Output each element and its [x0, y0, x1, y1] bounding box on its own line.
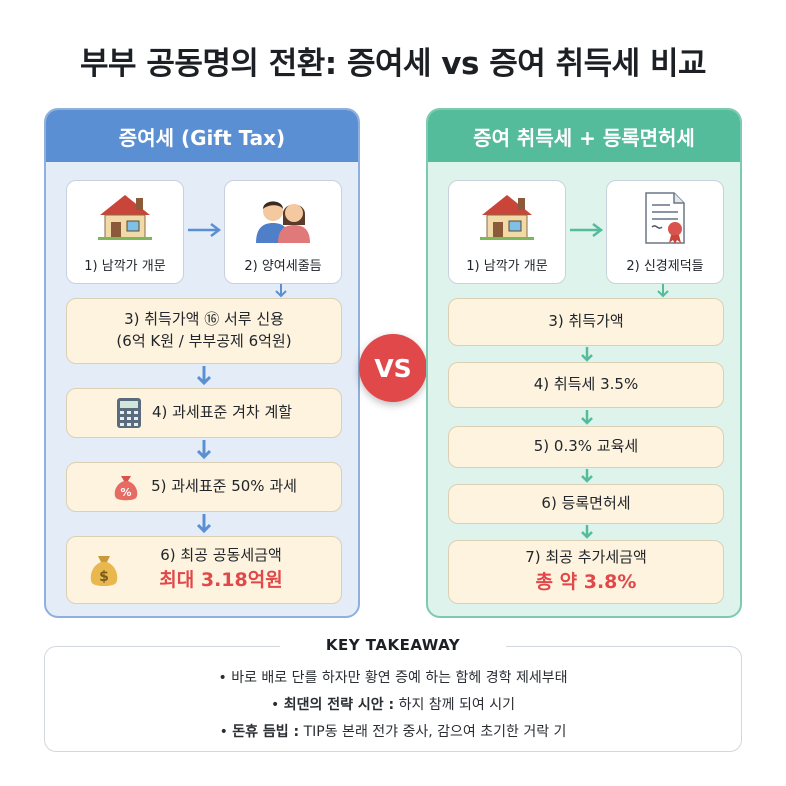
acquisition-tax-header: 증여 취득세 + 등록면허세 [428, 110, 740, 162]
percent-bag-icon: % [111, 472, 141, 502]
acquisition-tax-panel: 증여 취득세 + 등록면허세 1) 남깍가 개문 [426, 108, 742, 618]
arrow-right-icon [188, 223, 222, 237]
left-step-4: 4) 과세표준 겨차 계할 [66, 388, 342, 438]
left-step-6: $ 6) 최공 공동세금액 최대 3.18억원 [66, 536, 342, 604]
right-step-5: 5) 0.3% 교육세 [448, 426, 724, 468]
right-step-6: 6) 등록면허세 [448, 484, 724, 524]
key-takeaway-title: KEY TAKEAWAY [280, 632, 506, 658]
left-step-6-line1: 6) 최공 공동세금액 [160, 546, 282, 565]
house-icon [478, 191, 536, 245]
right-card-house: 1) 남깍가 개문 [448, 180, 566, 284]
key-takeaway-box: • 바로 배로 단를 하자만 황연 증예 하는 함헤 경학 제세부태 • 최댄의… [44, 646, 742, 752]
left-card-house: 1) 남깍가 개문 [66, 180, 184, 284]
takeaway-item: • 돈휴 듬빕 : TIP동 본래 전갸 중사, 감으여 초기한 거락 기 [219, 724, 567, 740]
takeaway-item: • 바로 배로 단를 하자만 황연 증예 하는 함헤 경학 제세부태 [218, 670, 568, 686]
left-step-4-label: 4) 과세표준 겨차 계할 [151, 403, 293, 422]
left-step-3-line2: (6억 K원 / 부부공제 6억원) [116, 332, 292, 350]
couple-icon [252, 191, 314, 247]
right-step-6-label: 6) 등록면허세 [541, 494, 631, 513]
right-step-5-label: 5) 0.3% 교육세 [533, 437, 639, 456]
takeaway-item: • 최댄의 전략 시안 : 하지 참께 되여 시기 [271, 697, 515, 713]
right-card-document-label: 2) 신경제덕들 [626, 259, 704, 274]
arrow-down-icon [657, 284, 669, 298]
takeaway-list: • 바로 배로 단를 하자만 황연 증예 하는 함헤 경학 제세부태 • 최댄의… [45, 665, 741, 746]
left-step-3: 3) 취득가액 ⑯ 서루 신용 (6억 K원 / 부부공제 6억원) [66, 298, 342, 364]
arrow-down-icon [581, 410, 593, 425]
arrow-down-icon [275, 284, 287, 298]
arrow-down-icon [581, 469, 593, 483]
left-step-3-line1: 3) 취득가액 ⑯ 서루 신용 [124, 310, 284, 329]
left-card-couple: 2) 양여세줄듬 [224, 180, 342, 284]
money-bag-icon: $ [87, 553, 121, 589]
left-max-amount: 최대 3.18억원 [159, 569, 283, 592]
gift-tax-header: 증여세 (Gift Tax) [46, 110, 358, 162]
left-step-5: % 5) 과세표준 50% 과세 [66, 462, 342, 512]
takeaway-item-text: TIP동 본래 전갸 중사, 감으여 초기한 거락 기 [299, 724, 567, 740]
left-step-5-label: 5) 과세표준 50% 과세 [151, 477, 297, 496]
calculator-icon [116, 397, 142, 429]
right-card-house-label: 1) 남깍가 개문 [466, 259, 548, 274]
takeaway-item-text: 바로 배로 단를 하자만 황연 증예 하는 함헤 경학 제세부태 [231, 670, 568, 686]
arrow-down-icon [196, 366, 212, 386]
left-card-couple-label: 2) 양여세줄듬 [244, 259, 322, 274]
right-card-document: 2) 신경제덕들 [606, 180, 724, 284]
right-step-7-line1: 7) 최공 추가세금액 [525, 548, 647, 567]
arrow-down-icon [581, 525, 593, 539]
takeaway-item-bold: 돈휴 듬빕 : [232, 724, 300, 740]
svg-text:$: $ [99, 569, 109, 585]
arrow-down-icon [196, 514, 212, 534]
right-step-7: 7) 최공 추가세금액 총 약 3.8% [448, 540, 724, 604]
takeaway-item-bold: 최댄의 전략 시안 : [283, 697, 395, 713]
takeaway-item-text: 하지 참께 되여 시기 [394, 697, 515, 713]
right-step-4-label: 4) 취득세 3.5% [533, 375, 639, 394]
vs-badge: VS [359, 334, 427, 402]
left-card-house-label: 1) 남깍가 개문 [84, 259, 166, 274]
page-title: 부부 공동명의 전환: 증여세 vs 증여 취득세 비교 [80, 46, 706, 82]
svg-text:%: % [121, 486, 132, 499]
right-step-3-label: 3) 취득가액 [548, 312, 624, 331]
certificate-icon [642, 191, 688, 249]
arrow-right-icon [570, 223, 604, 237]
right-step-4: 4) 취득세 3.5% [448, 362, 724, 408]
arrow-down-icon [196, 440, 212, 460]
gift-tax-panel: 증여세 (Gift Tax) 1) 남깍가 개문 [44, 108, 360, 618]
right-total-rate: 총 약 3.8% [535, 571, 637, 594]
arrow-down-icon [581, 347, 593, 362]
house-icon [96, 191, 154, 245]
right-step-3: 3) 취득가액 [448, 298, 724, 346]
